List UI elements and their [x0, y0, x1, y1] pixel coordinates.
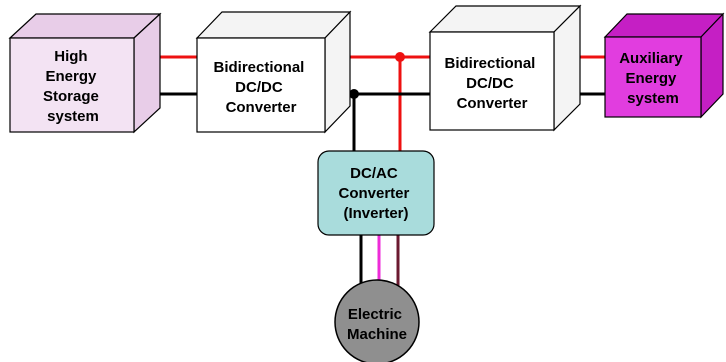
inverter-label-line-3: (Inverter)	[343, 205, 408, 222]
svg-text:Bidirectional DC/DC: Bidirectional DC/DC Converter	[444, 55, 539, 112]
aux-label-line-1: Auxiliary	[619, 50, 683, 67]
inverter-label-line-2: Converter	[338, 185, 409, 202]
svg-text:High Energy Storag: High Energy Storage system	[43, 48, 103, 125]
aux-label-line-3: system	[627, 90, 679, 107]
dcdc-right-front-face	[429, 31, 555, 131]
dcdc-left-label-line-2: DC/DC	[235, 79, 283, 96]
svg-text:Bidirectional DC/DC: Bidirectional DC/DC Converter	[213, 59, 308, 116]
dcdc-left-top-face	[195, 11, 352, 39]
junction-dot-positive	[395, 52, 405, 62]
machine-label-line-2: Machine	[347, 326, 407, 343]
electric-machine: Electric Machine	[334, 279, 420, 362]
hess-block: High Energy Storage system	[8, 12, 162, 134]
inverter-label-line-1: DC/AC	[350, 165, 398, 182]
svg-text:Electric Machine: Electric Machine	[347, 306, 407, 343]
inverter-block: DC/AC Converter (Inverter)	[317, 150, 435, 236]
machine-label-line-1: Electric	[348, 306, 402, 323]
hess-label-line-4: system	[47, 108, 99, 125]
hess-label-line-3: Storage	[43, 88, 99, 105]
aux-block: Auxiliary Energy system	[603, 12, 725, 119]
hess-label-line-1: High	[54, 48, 87, 65]
dcdc-left-front-face	[196, 37, 326, 133]
svg-text:DC/AC Converter (I: DC/AC Converter (Inverter)	[338, 165, 413, 222]
dcdc-left-label-line-3: Converter	[226, 99, 297, 116]
dcdc-left-block: Bidirectional DC/DC Converter	[195, 10, 352, 134]
hess-front-face	[9, 37, 135, 133]
inverter-box	[317, 150, 435, 236]
junction-dot-negative	[349, 89, 359, 99]
machine-circle	[334, 279, 420, 362]
aux-label-line-2: Energy	[625, 70, 677, 87]
svg-text:Auxiliary Energy s: Auxiliary Energy system	[619, 50, 687, 107]
dcdc-right-label-line-1: Bidirectional	[444, 55, 535, 72]
dcdc-right-block: Bidirectional DC/DC Converter	[428, 4, 582, 132]
dcdc-right-label-line-2: DC/DC	[466, 75, 514, 92]
dcdc-right-label-line-3: Converter	[457, 95, 528, 112]
hess-label-line-2: Energy	[45, 68, 97, 85]
aux-front-face	[604, 36, 702, 118]
dcdc-left-label-line-1: Bidirectional	[213, 59, 304, 76]
